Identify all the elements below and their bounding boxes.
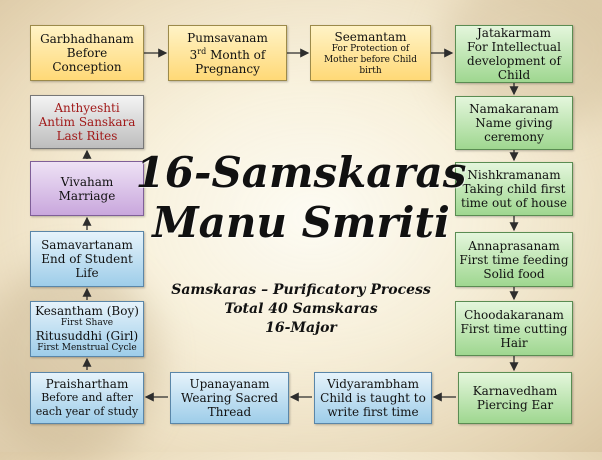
box-annaprasanam: Annaprasanam First time feeding Solid fo…: [455, 232, 573, 287]
box-text: Hair: [500, 335, 528, 350]
box-seemantam: Seemantam For Protection of Mother befor…: [310, 25, 431, 81]
box-text: First Shave: [60, 318, 114, 328]
box-anthyeshti: Anthyeshti Antim Sanskara Last Rites: [30, 95, 144, 149]
subtitle-line2: Total 40 Samskaras: [224, 301, 378, 317]
box-title: Annaprasanam: [468, 238, 560, 253]
box-text: Child: [497, 68, 531, 82]
box-text: Solid food: [483, 266, 545, 281]
box-title: Praishartham: [45, 377, 129, 391]
box-text: For Intellectual: [467, 40, 561, 54]
box-text: For Protection of: [331, 43, 410, 54]
box-text: development of: [467, 54, 561, 68]
box-text: birth: [359, 65, 382, 76]
main-title-line1: 16-Samskaras: [135, 148, 467, 197]
box-text: Name giving: [475, 116, 553, 130]
box-text: time out of house: [461, 196, 567, 210]
box-text: Before: [66, 46, 108, 60]
box-title: Upanayanam: [189, 377, 270, 391]
box-text: First Menstrual Cycle: [37, 343, 137, 353]
box-pumsavanam: Pumsavanam 3rd Month of Pregnancy: [168, 25, 287, 81]
box-text: End of Student: [41, 252, 133, 266]
box-title: Choodakaranam: [464, 307, 564, 322]
box-nishkramanam: Nishkramanam Taking child first time out…: [455, 162, 573, 216]
box-text: Life: [75, 266, 99, 280]
box-kesantham: Kesantham (Boy) First Shave Ritusuddhi (…: [30, 301, 144, 357]
box-vidyarambham: Vidyarambham Child is taught to write fi…: [314, 372, 432, 424]
box-text: ceremony: [484, 130, 544, 144]
box-karnavedham: Karnavedham Piercing Ear: [458, 372, 572, 424]
box-namakaranam: Namakaranam Name giving ceremony: [455, 96, 573, 150]
box-title: Seemantam: [334, 29, 407, 44]
subtitle-line3: 16-Major: [265, 320, 337, 336]
box-text: Antim Sanskara: [38, 115, 136, 129]
box-title: Nishkramanam: [467, 168, 561, 182]
box-text: Last Rites: [56, 129, 118, 143]
box-garbhadhanam: Garbhadhanam Before Conception: [30, 25, 144, 81]
box-upanayanam: Upanayanam Wearing Sacred Thread: [170, 372, 289, 424]
box-text-part: 3: [189, 47, 198, 62]
box-vivaham: Vivaham Marriage: [30, 161, 144, 216]
box-jatakarmam: Jatakarmam For Intellectual development …: [455, 25, 573, 83]
box-text: Before and after: [41, 391, 133, 404]
box-text: Taking child first: [462, 182, 566, 196]
box-text: Wearing Sacred: [180, 391, 279, 405]
box-title: Vivaham: [60, 174, 114, 189]
box-title: Vidyarambham: [326, 377, 420, 391]
box-text: Pregnancy: [195, 61, 260, 76]
box-choodakaranam: Choodakaranam First time cutting Hair: [455, 301, 573, 356]
box-title: Anthyeshti: [54, 101, 120, 115]
box-title: Garbhadhanam: [40, 32, 134, 46]
box-title: Namakaranam: [469, 102, 559, 116]
background-decoration: [0, 260, 160, 460]
box-text: Mother before Child: [323, 54, 418, 65]
main-title-line2: Manu Smriti: [152, 198, 450, 247]
box-title: Pumsavanam: [187, 30, 268, 45]
box-text: First time feeding: [459, 252, 569, 267]
box-text-part: Month of: [206, 47, 266, 62]
box-text-superscript: rd: [197, 46, 207, 56]
box-text: Marriage: [58, 188, 116, 203]
box-title: Ritusuddhi (Girl): [35, 329, 139, 343]
box-title: Jatakarmam: [476, 26, 551, 40]
box-text: First time cutting: [460, 321, 568, 336]
box-text: Conception: [52, 60, 122, 74]
box-text: 3rd Month of: [190, 45, 266, 62]
box-title: Kesantham (Boy): [35, 304, 139, 318]
box-title: Karnavedham: [472, 384, 558, 398]
box-text: write first time: [327, 405, 419, 419]
box-praishartham: Praishartham Before and after each year …: [30, 372, 144, 424]
box-samavartanam: Samavartanam End of Student Life: [30, 231, 144, 287]
box-text: Thread: [207, 405, 252, 419]
box-text: each year of study: [35, 405, 139, 418]
subtitle-line1: Samskaras – Purificatory Process: [171, 282, 431, 298]
box-text: Child is taught to: [320, 391, 426, 405]
box-text: Piercing Ear: [476, 398, 554, 412]
box-title: Samavartanam: [41, 238, 133, 252]
